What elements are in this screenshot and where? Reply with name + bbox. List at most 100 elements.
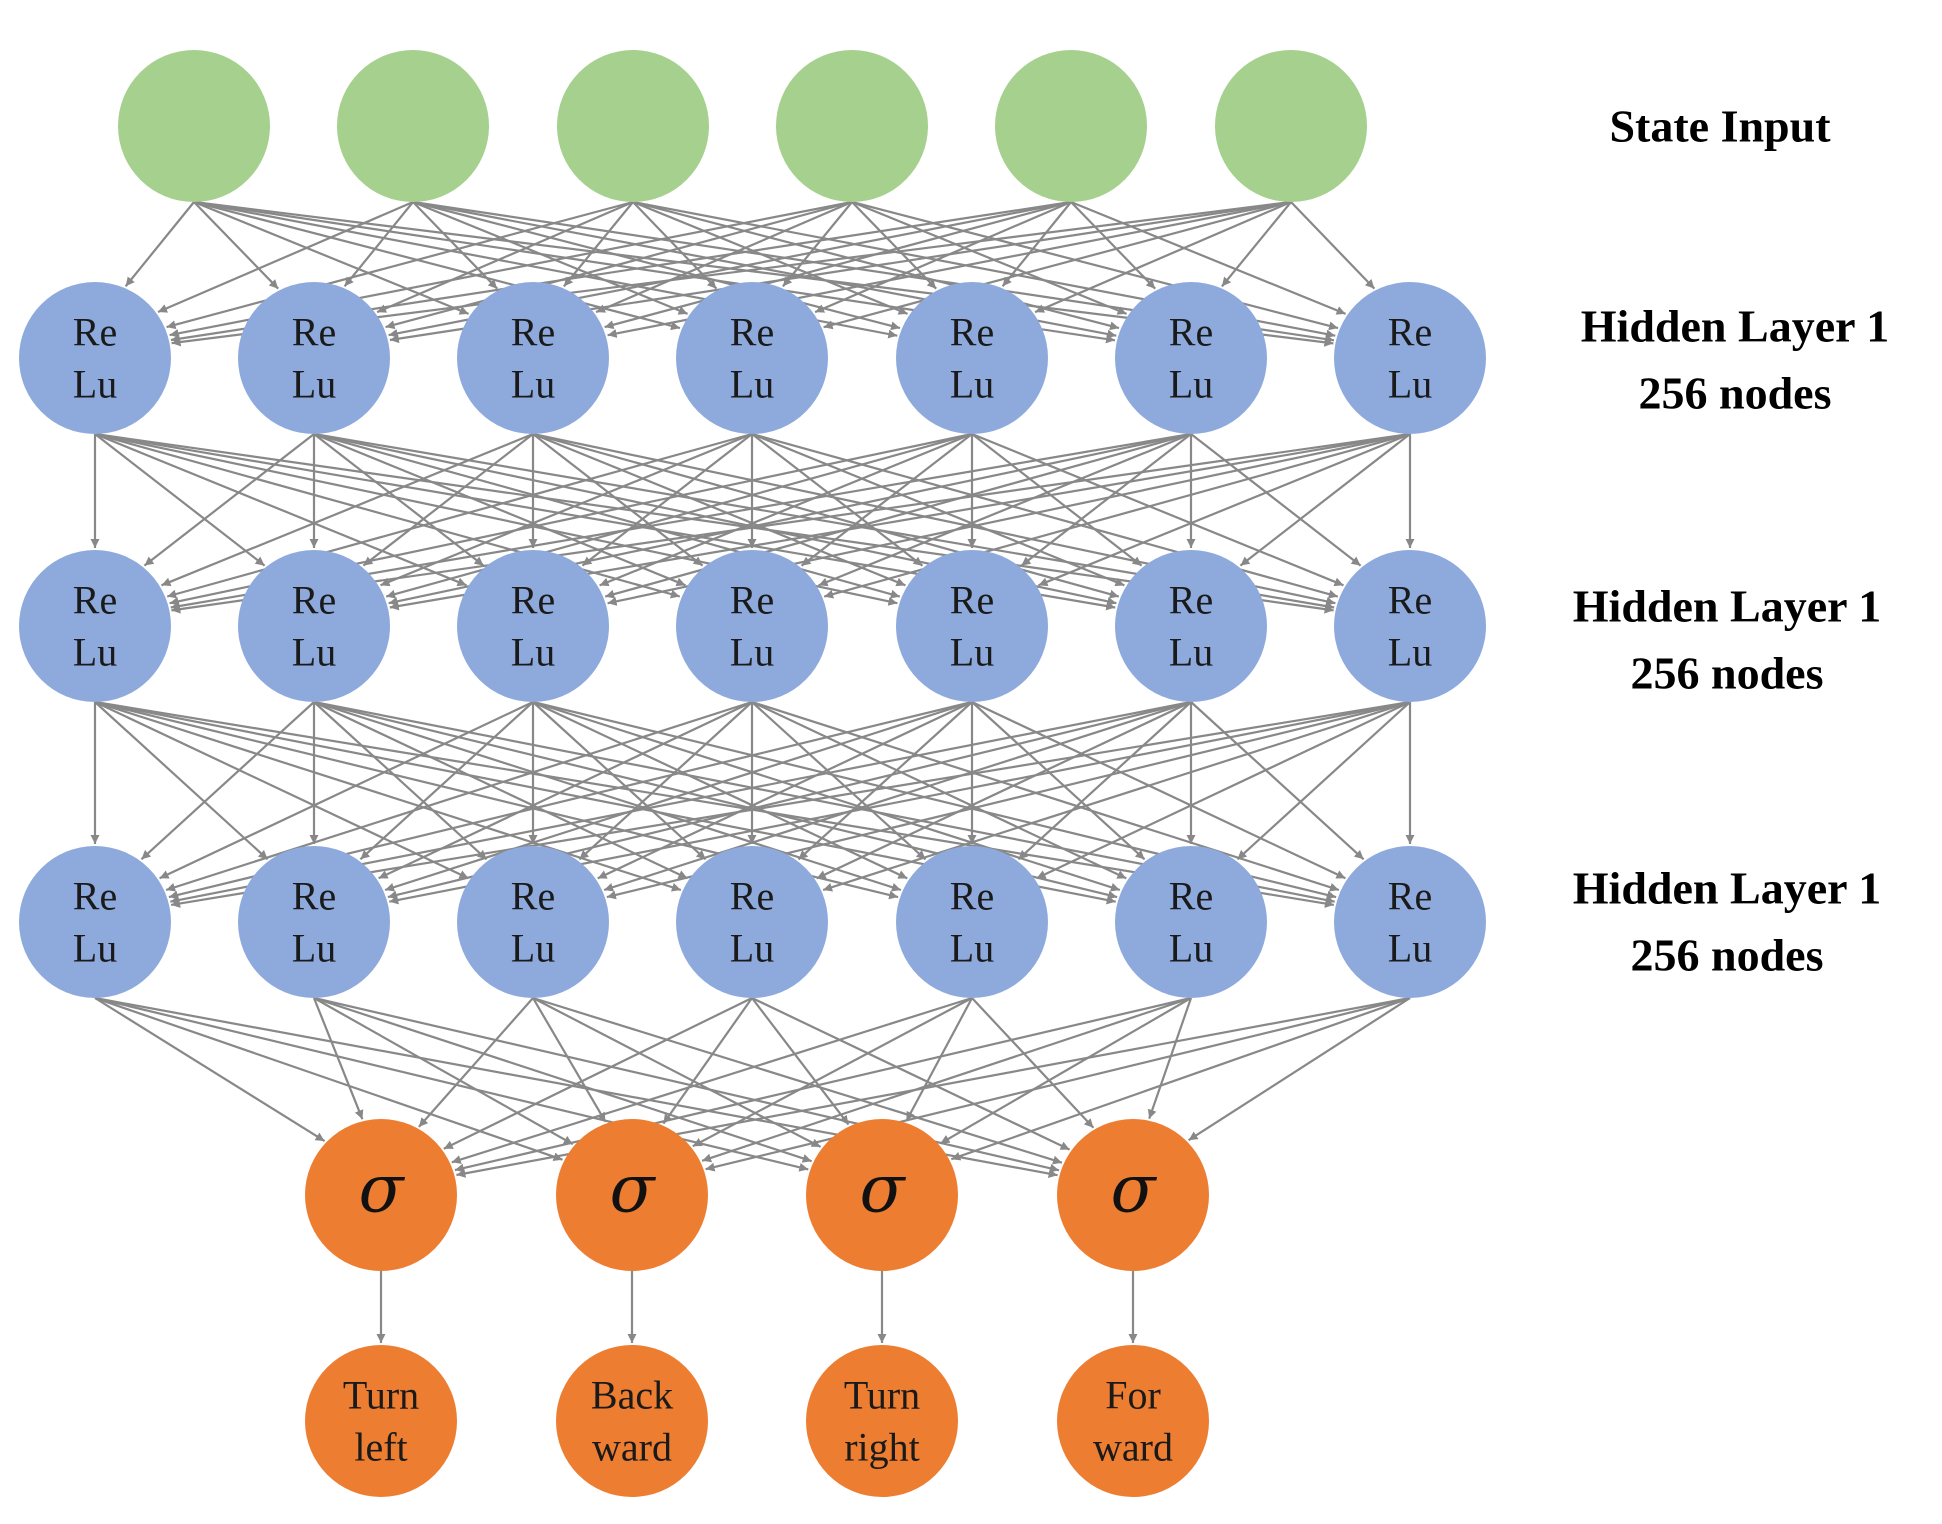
connection-edge <box>905 997 973 1122</box>
connection-edge <box>751 997 1071 1151</box>
hidden3-node-text: Lu <box>73 926 117 971</box>
hidden3-node-text: Re <box>1388 874 1432 919</box>
hidden2-node-text: Lu <box>1169 630 1213 675</box>
hidden1-node-text: Lu <box>73 362 117 407</box>
connection-edge <box>193 200 470 315</box>
connection-edge <box>816 701 1192 880</box>
hidden1-node-circle <box>1115 282 1267 434</box>
hidden2-node-text: Re <box>292 578 336 623</box>
connection-edge <box>313 701 488 861</box>
sigmoid-node: σ <box>556 1119 708 1271</box>
hidden2-node-text: Re <box>1169 578 1213 623</box>
connection-edge <box>603 700 1192 892</box>
hidden2-node-text: Re <box>73 578 117 623</box>
connection-edge <box>165 700 753 892</box>
connection-edge <box>94 432 467 587</box>
connection-edge <box>362 433 534 567</box>
sigmoid-node-circle <box>806 1119 958 1271</box>
hidden1-node-text: Lu <box>1388 362 1432 407</box>
actions-node-circle <box>305 1345 457 1497</box>
hidden1-node-text: Re <box>292 310 336 355</box>
connection-edge <box>1147 997 1193 1120</box>
hidden2-node-circle <box>19 550 171 702</box>
input-node-circle <box>337 50 489 202</box>
connection-edge <box>701 996 1192 1163</box>
hidden2-node-text: Re <box>950 578 994 623</box>
sigmoid-symbol: σ <box>1110 1151 1157 1228</box>
connection-edge <box>161 432 534 587</box>
hidden3-node-text: Re <box>73 874 117 919</box>
connection-edge <box>193 201 279 290</box>
connection-edge <box>94 700 1335 908</box>
hidden1-node-text: Re <box>950 310 994 355</box>
connection-edge <box>1017 701 1192 861</box>
hidden3-node-text: Re <box>1169 874 1213 919</box>
hidden1-node-text: Lu <box>730 362 774 407</box>
actions-node-text: For <box>1105 1373 1161 1418</box>
connection-edge <box>170 700 1411 908</box>
connection-edge <box>1001 201 1072 287</box>
connection-edge <box>818 432 1192 587</box>
actions-node-circle <box>806 1345 958 1497</box>
connection-edge <box>1188 997 1411 1142</box>
input-node <box>995 50 1147 202</box>
input-node <box>337 50 489 202</box>
hidden1-node-text: Re <box>1169 310 1213 355</box>
connection-edge <box>581 433 753 567</box>
connection-edge <box>359 701 534 861</box>
hidden1-node-text: Re <box>1388 310 1432 355</box>
hidden3-node-circle <box>457 846 609 998</box>
hidden3-node-text: Re <box>730 874 774 919</box>
connection-edge <box>851 200 1128 315</box>
input-node-circle <box>776 50 928 202</box>
hidden2-node-text: Re <box>730 578 774 623</box>
connection-edge <box>800 433 973 567</box>
connection-edge <box>595 200 853 314</box>
connection-edge <box>1020 433 1192 567</box>
connection-edge <box>971 433 1143 567</box>
hidden2-node-text: Lu <box>511 630 555 675</box>
connection-edge <box>1221 201 1292 288</box>
sigmoid-node: σ <box>305 1119 457 1271</box>
hidden2-node-text: Re <box>511 578 555 623</box>
input-node <box>118 50 270 202</box>
hidden3-node-circle <box>676 846 828 998</box>
connection-edge <box>418 997 534 1128</box>
connection-edge <box>532 701 707 861</box>
connection-edge <box>94 996 809 1172</box>
hidden3-node-text: Re <box>511 874 555 919</box>
connection-edge <box>384 700 973 892</box>
connection-edge <box>312 997 364 1120</box>
sigmoid-node: σ <box>806 1119 958 1271</box>
connection-edge <box>751 432 1125 587</box>
connection-edge <box>380 432 753 587</box>
hidden1-node-text: Lu <box>511 362 555 407</box>
hidden2-node-circle <box>1115 550 1267 702</box>
connection-edge <box>705 996 1411 1172</box>
actions-node-text: ward <box>592 1425 672 1470</box>
connection-edge <box>94 432 1334 614</box>
connection-edge <box>532 997 822 1148</box>
hidden1-node-circle <box>19 282 171 434</box>
hidden2-node-circle <box>1334 550 1486 702</box>
connection-edge <box>140 701 315 861</box>
input-node-circle <box>1215 50 1367 202</box>
connection-edges <box>90 200 1415 1343</box>
connection-edge <box>451 996 973 1164</box>
actions-node-text: ward <box>1093 1425 1173 1470</box>
hidden3-node-text: Re <box>292 874 336 919</box>
network-nodes: ReLuReLuReLuReLuReLuReLuReLuReLuReLuReLu… <box>19 50 1486 1497</box>
connection-edge <box>94 996 563 1162</box>
sigmoid-node-circle <box>1057 1119 1209 1271</box>
sigmoid-symbol: σ <box>859 1151 906 1228</box>
hidden3-node-text: Lu <box>950 926 994 971</box>
connection-edge <box>1036 701 1411 880</box>
